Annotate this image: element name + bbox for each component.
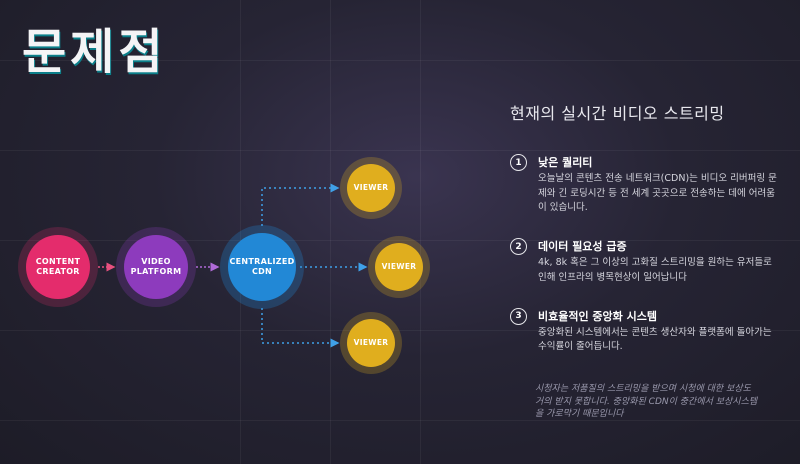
problem-item: 2 데이터 필요성 급증 4k, 8k 혹은 그 이상의 고화질 스트리밍을 원… — [510, 238, 780, 285]
node-viewer-2: VIEWER — [375, 243, 423, 291]
number-badge: 2 — [510, 238, 527, 256]
problem-item: 1 낮은 퀄리티 오늘날의 콘텐츠 전송 네트워크(CDN)는 비디오 리버퍼링… — [510, 154, 780, 216]
node-viewer-3: VIEWER — [347, 319, 395, 367]
problem-description: 중앙화된 시스템에서는 콘텐츠 생산자와 플랫폼에 돌아가는 수익률이 줄어듭니… — [538, 326, 772, 353]
grid-line — [0, 420, 800, 421]
footnote: 시청자는 저품질의 스트리밍을 받으며 시청에 대한 보상도 거의 받지 못합니… — [535, 384, 758, 420]
connector-cdn-viewer3 — [261, 308, 340, 348]
page-title: 문제점 — [22, 24, 167, 80]
grid-line — [0, 60, 800, 61]
problem-title: 비효율적인 중앙화 시스템 — [538, 309, 657, 323]
connector-cdn-viewer1 — [261, 183, 340, 226]
number-badge: 1 — [510, 154, 527, 171]
problem-item: 3 비효율적인 중앙화 시스템 중앙화된 시스템에서는 콘텐츠 생산자와 플랫폼… — [510, 307, 780, 355]
grid-line — [0, 150, 800, 151]
number-badge: 3 — [510, 307, 527, 325]
problem-title: 낮은 퀄리티 — [538, 156, 593, 169]
grid-line — [330, 0, 331, 464]
grid-line — [0, 330, 800, 331]
node-viewer-1: VIEWER — [347, 164, 395, 212]
problem-description: 4k, 8k 혹은 그 이상의 고화질 스트리밍을 원하는 유저들로 인해 인프… — [538, 257, 772, 283]
problem-panel: 현재의 실시간 비디오 스트리밍 1 낮은 퀄리티 오늘날의 콘텐츠 전송 네트… — [510, 100, 780, 355]
problem-description: 오늘날의 콘텐츠 전송 네트워크(CDN)는 비디오 리버퍼링 문제와 긴 로딩… — [538, 173, 777, 214]
grid-line — [420, 0, 421, 464]
problem-title: 데이터 필요성 급증 — [538, 240, 627, 254]
panel-heading: 현재의 실시간 비디오 스트리밍 — [510, 104, 725, 123]
grid-line — [240, 0, 241, 464]
grid-line — [0, 240, 800, 241]
